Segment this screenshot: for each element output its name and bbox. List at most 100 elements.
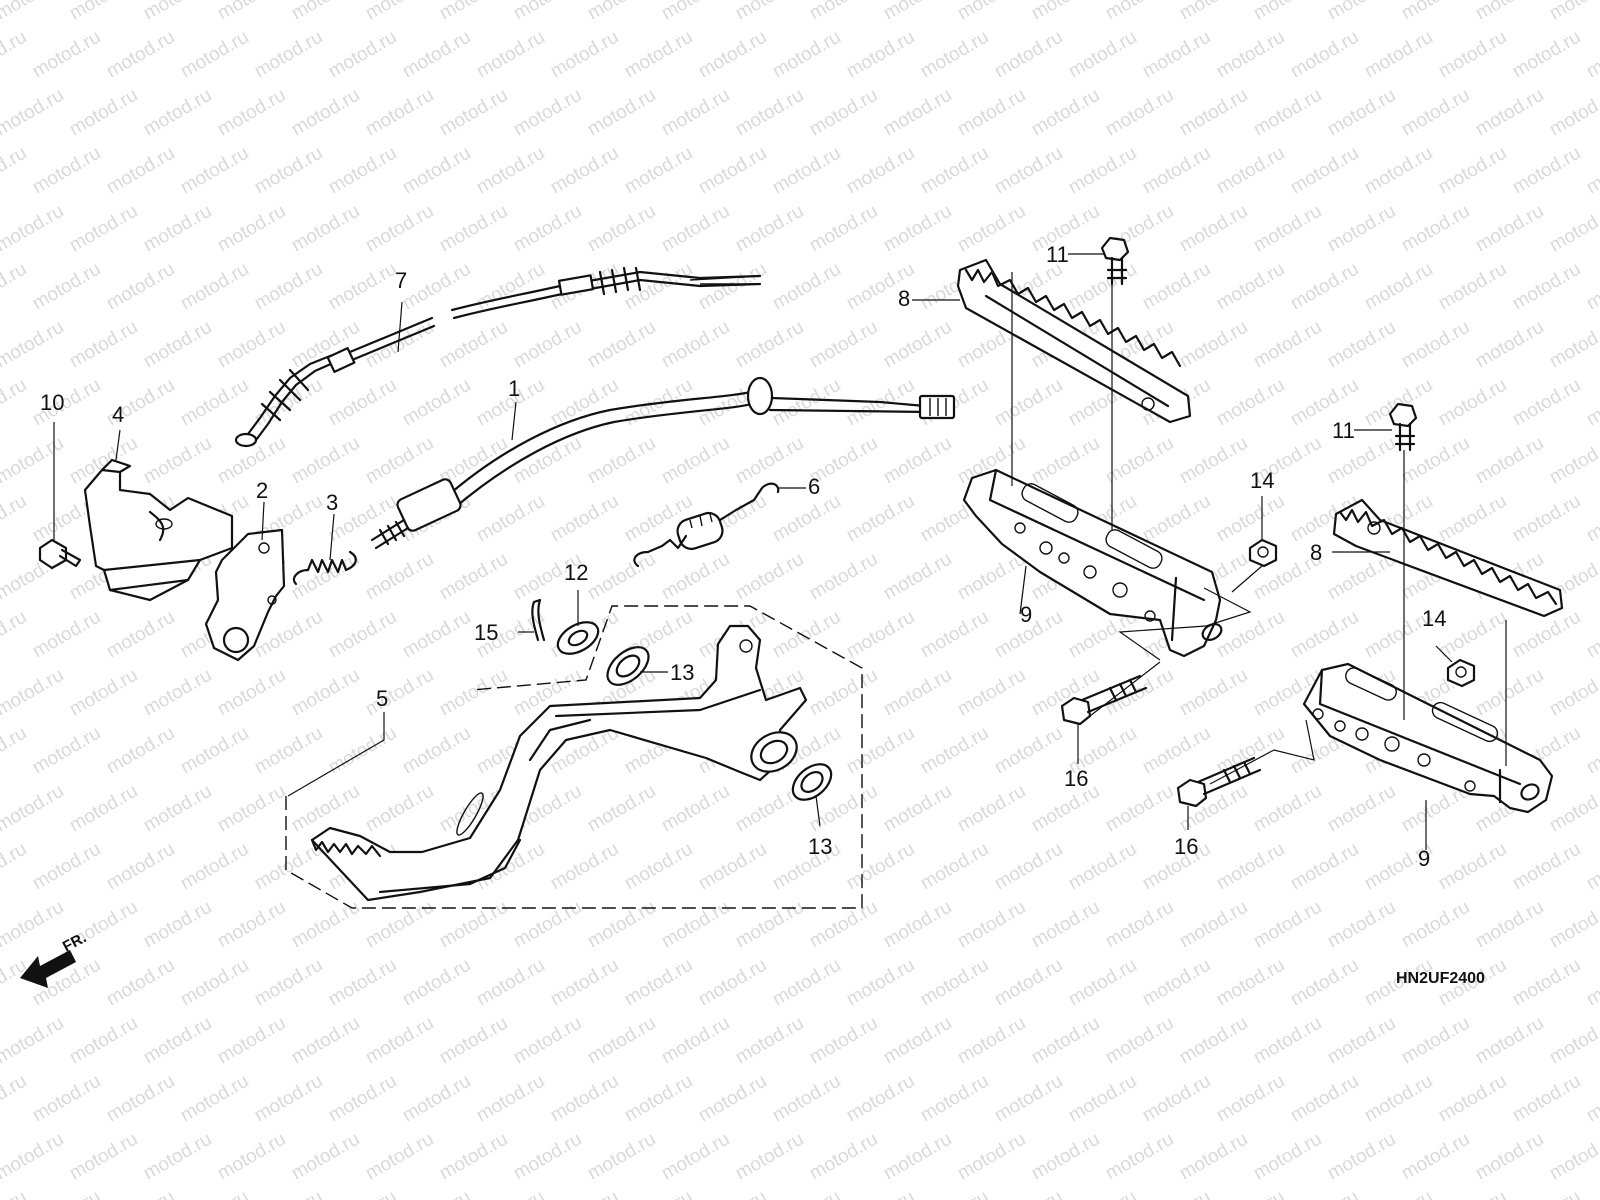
watermark-text: motod.ru (0, 85, 67, 141)
watermark-text: motod.ru (0, 1071, 30, 1127)
watermark-text: motod.ru (140, 201, 215, 257)
watermark-text: motod.ru (917, 143, 992, 199)
diagram-code: HN2UF2400 (1396, 970, 1485, 987)
part-1-cable (370, 376, 956, 550)
watermark-text: motod.ru (177, 375, 252, 431)
watermark-text: motod.ru (1250, 0, 1325, 24)
watermark-text: motod.ru (29, 839, 104, 895)
part-12-washer (556, 621, 600, 655)
watermark-text: motod.ru (325, 955, 400, 1011)
watermark-text: motod.ru (1361, 259, 1436, 315)
watermark-text: motod.ru (510, 201, 585, 257)
watermark-text: motod.ru (0, 375, 30, 431)
watermark-text: motod.ru (1102, 0, 1177, 24)
watermark-text: motod.ru (251, 259, 326, 315)
watermark-text: motod.ru (1176, 665, 1251, 721)
watermark-text: motod.ru (917, 607, 992, 663)
watermark-text: motod.ru (547, 143, 622, 199)
watermark-text: motod.ru (880, 433, 955, 489)
watermark-text: motod.ru (1472, 1013, 1547, 1069)
watermark-text: motod.ru (658, 317, 733, 373)
watermark-text: motod.ru (584, 1013, 659, 1069)
watermark-text: motod.ru (473, 491, 548, 547)
watermark-text: motod.ru (399, 27, 474, 83)
watermark-text: motod.ru (843, 1071, 918, 1127)
watermark-text: motod.ru (991, 375, 1066, 431)
watermark-text: motod.ru (0, 955, 30, 1011)
watermark-text: motod.ru (325, 1187, 400, 1200)
watermark-text: motod.ru (1435, 491, 1510, 547)
watermark-text: motod.ru (436, 201, 511, 257)
watermark-text: motod.ru (1324, 1129, 1399, 1185)
watermark-text: motod.ru (1583, 259, 1600, 315)
watermark-text: motod.ru (1583, 27, 1600, 83)
watermark-text: motod.ru (880, 317, 955, 373)
callout-2: 2 (256, 478, 268, 503)
watermark-text: motod.ru (1139, 143, 1214, 199)
watermark-text: motod.ru (1398, 1129, 1473, 1185)
watermark-text: motod.ru (991, 1071, 1066, 1127)
watermark-text: motod.ru (177, 143, 252, 199)
watermark-text: motod.ru (1250, 317, 1325, 373)
watermark-text: motod.ru (1546, 781, 1600, 837)
watermark-text: motod.ru (1102, 897, 1177, 953)
watermark-text: motod.ru (1583, 1187, 1600, 1200)
watermark-text: motod.ru (1213, 27, 1288, 83)
watermark-text: motod.ru (1250, 781, 1325, 837)
callout-9-upper: 9 (1020, 602, 1032, 627)
callout-14-upper: 14 (1250, 468, 1274, 493)
part-9-bracket-upper (962, 468, 1223, 658)
part-15-pin (531, 598, 546, 642)
watermark-text: motod.ru (1028, 1013, 1103, 1069)
watermark-text: motod.ru (1546, 665, 1600, 721)
watermark-text: motod.ru (806, 0, 881, 24)
watermark-text: motod.ru (362, 897, 437, 953)
watermark-text: motod.ru (29, 1187, 104, 1200)
callout-3: 3 (326, 490, 338, 515)
watermark-text: motod.ru (1324, 0, 1399, 24)
watermark-text: motod.ru (0, 0, 67, 24)
watermark-text: motod.ru (843, 143, 918, 199)
part-16-bolt-upper (1060, 674, 1148, 726)
callout-12: 12 (564, 560, 588, 585)
watermark-text: motod.ru (1472, 433, 1547, 489)
watermark-text: motod.ru (177, 955, 252, 1011)
watermark-text: motod.ru (66, 1129, 141, 1185)
callout-10: 10 (40, 390, 64, 415)
watermark-text: motod.ru (288, 433, 363, 489)
watermark-text: motod.ru (1435, 839, 1510, 895)
watermark-text: motod.ru (1546, 85, 1600, 141)
part-2-plate (204, 528, 286, 662)
watermark-text: motod.ru (991, 723, 1066, 779)
watermark-text: motod.ru (510, 897, 585, 953)
watermark-text: motod.ru (1583, 143, 1600, 199)
watermark-text: motod.ru (1287, 1187, 1362, 1200)
watermark-text: motod.ru (214, 665, 289, 721)
watermark-text: motod.ru (1102, 1013, 1177, 1069)
watermark-text: motod.ru (806, 1013, 881, 1069)
watermark-text: motod.ru (177, 723, 252, 779)
watermark-text: motod.ru (584, 1129, 659, 1185)
watermark-text: motod.ru (1546, 1013, 1600, 1069)
watermark-text: motod.ru (0, 781, 67, 837)
watermark-text: motod.ru (769, 839, 844, 895)
watermark-text: motod.ru (325, 723, 400, 779)
watermark-text: motod.ru (66, 201, 141, 257)
watermark-text: motod.ru (658, 0, 733, 24)
watermark-text: motod.ru (732, 897, 807, 953)
watermark-text: motod.ru (917, 1187, 992, 1200)
watermark-text: motod.ru (325, 607, 400, 663)
watermark-text: motod.ru (769, 955, 844, 1011)
watermark-text: motod.ru (584, 85, 659, 141)
watermark-text: motod.ru (1213, 839, 1288, 895)
watermark-text: motod.ru (140, 317, 215, 373)
watermark-text: motod.ru (954, 201, 1029, 257)
watermark-text: motod.ru (880, 85, 955, 141)
watermark-text: motod.ru (288, 897, 363, 953)
watermark-text: motod.ru (880, 897, 955, 953)
watermark-text: motod.ru (658, 549, 733, 605)
watermark-text: motod.ru (1028, 0, 1103, 24)
watermark-text: motod.ru (0, 897, 67, 953)
watermark-text: motod.ru (288, 85, 363, 141)
